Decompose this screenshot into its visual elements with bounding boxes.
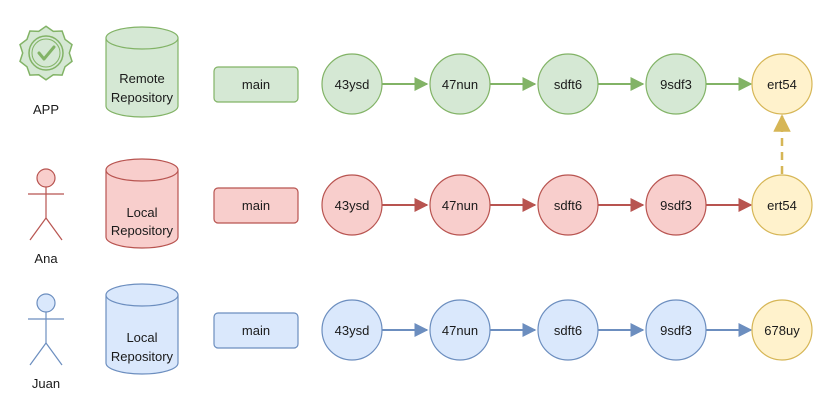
row-ana: Ana Local Repository main 43ysd 47nun sd… bbox=[28, 158, 813, 266]
person-icon bbox=[28, 293, 64, 366]
commit-node: sdft6 bbox=[537, 174, 599, 236]
commit-node-new: 678uy bbox=[751, 299, 813, 361]
row-juan: Juan Local Repository main 43ysd 47nun s… bbox=[28, 283, 813, 391]
branch-label: main bbox=[242, 77, 270, 92]
commit-node: 9sdf3 bbox=[645, 53, 707, 115]
actor-label: APP bbox=[33, 102, 59, 117]
commit-node: 47nun bbox=[429, 174, 491, 236]
commit-node: 47nun bbox=[429, 299, 491, 361]
commit-label: 47nun bbox=[442, 77, 478, 92]
commit-label: ert54 bbox=[767, 198, 797, 213]
commit-node-pushed: ert54 bbox=[751, 53, 813, 115]
commit-label: 678uy bbox=[764, 323, 800, 338]
commit-label: 47nun bbox=[442, 323, 478, 338]
repository-label-line1: Remote bbox=[119, 71, 165, 86]
branch-box: main bbox=[213, 187, 299, 224]
commit-node: 43ysd bbox=[321, 53, 383, 115]
commit-label: 43ysd bbox=[335, 198, 370, 213]
commit-label: 9sdf3 bbox=[660, 323, 692, 338]
repository-label-line1: Local bbox=[126, 330, 157, 345]
commit-label: 9sdf3 bbox=[660, 198, 692, 213]
repository-label-line1: Local bbox=[126, 205, 157, 220]
branch-label: main bbox=[242, 198, 270, 213]
commit-label: ert54 bbox=[767, 77, 797, 92]
commit-label: sdft6 bbox=[554, 77, 582, 92]
commit-label: 9sdf3 bbox=[660, 77, 692, 92]
actor-label: Juan bbox=[32, 376, 60, 391]
commit-node-new: ert54 bbox=[751, 174, 813, 236]
commit-label: 43ysd bbox=[335, 323, 370, 338]
branch-box: main bbox=[213, 312, 299, 349]
local-repository-cylinder: Local Repository bbox=[105, 283, 179, 375]
row-app: APP Remote Repository main 43ysd 47nun bbox=[19, 25, 813, 118]
commit-label: 47nun bbox=[442, 198, 478, 213]
commit-node: 43ysd bbox=[321, 299, 383, 361]
commit-label: sdft6 bbox=[554, 323, 582, 338]
actor-label: Ana bbox=[34, 251, 58, 266]
branch-label: main bbox=[242, 323, 270, 338]
repository-label-line2: Repository bbox=[111, 349, 174, 364]
repository-label-line2: Repository bbox=[111, 223, 174, 238]
person-icon bbox=[28, 168, 64, 241]
remote-repository-cylinder: Remote Repository bbox=[105, 26, 179, 118]
commit-node: sdft6 bbox=[537, 299, 599, 361]
commit-node: sdft6 bbox=[537, 53, 599, 115]
commit-node: 47nun bbox=[429, 53, 491, 115]
commit-label: sdft6 bbox=[554, 198, 582, 213]
verified-badge-icon bbox=[19, 25, 73, 81]
commit-node: 43ysd bbox=[321, 174, 383, 236]
commit-node: 9sdf3 bbox=[645, 174, 707, 236]
commit-label: 43ysd bbox=[335, 77, 370, 92]
local-repository-cylinder: Local Repository bbox=[105, 158, 179, 249]
branch-box: main bbox=[213, 66, 299, 103]
repository-label-line2: Repository bbox=[111, 90, 174, 105]
commit-node: 9sdf3 bbox=[645, 299, 707, 361]
